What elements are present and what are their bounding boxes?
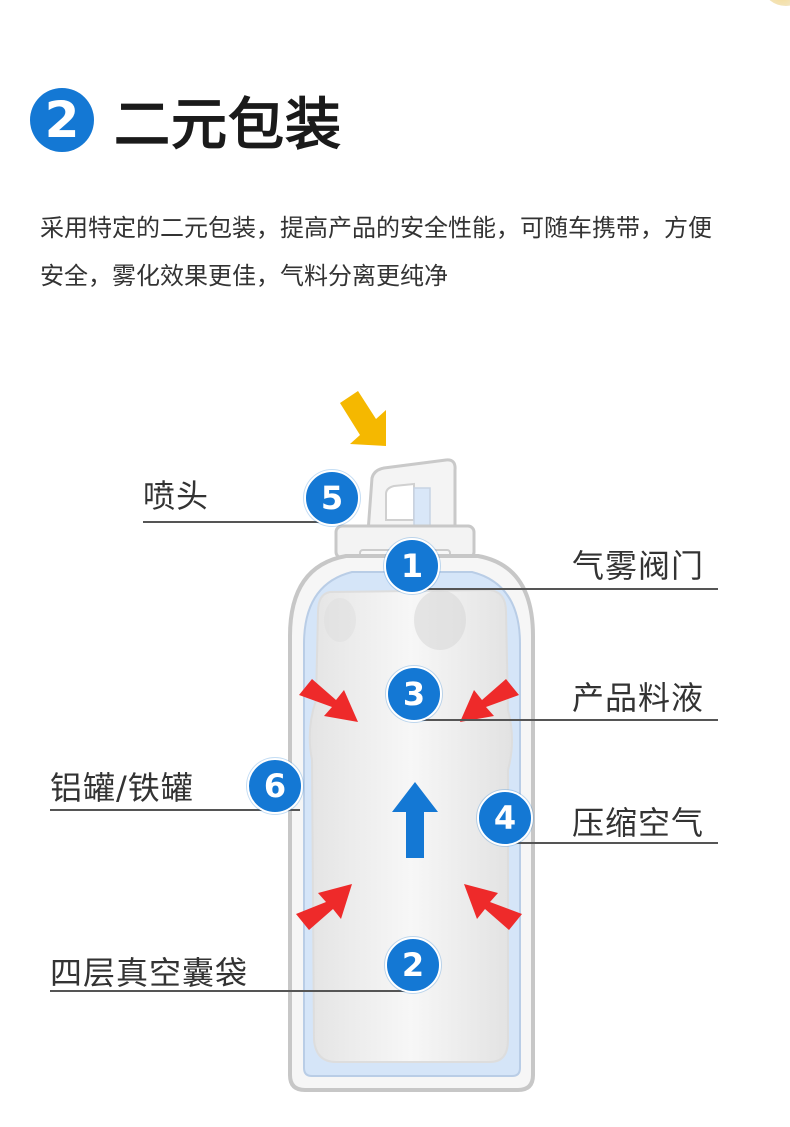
flow-up-arrow-icon [392, 782, 438, 858]
valve-label: 气雾阀门 [572, 547, 705, 585]
bag-label: 四层真空囊袋 [50, 954, 249, 992]
product-liquid-leader-line [418, 719, 718, 721]
nozzle-label: 喷头 [143, 477, 210, 515]
product-liquid-label: 产品料液 [572, 679, 705, 717]
section-header: 2 二元包装 [30, 84, 342, 158]
can-label: 铝罐/铁罐 [50, 769, 194, 807]
step-number-badge: 2 [30, 88, 94, 152]
compressed-air-label: 压缩空气 [572, 804, 705, 842]
nozzle-icon [366, 458, 457, 535]
section-title: 二元包装 [114, 92, 342, 158]
corner-decoration [764, 0, 790, 6]
section-description: 采用特定的二元包装，提高产品的安全性能，可随车携带，方便安全，雾化效果更佳，气料… [40, 214, 712, 290]
marker-nozzle: 5 [304, 470, 360, 526]
marker-bag: 2 [385, 937, 441, 993]
press-arrow-icon [340, 391, 386, 446]
pressure-arrow-icon [296, 679, 522, 930]
can-leader-line [50, 809, 300, 811]
marker-can: 6 [247, 758, 303, 814]
nozzle-leader-line [143, 521, 329, 523]
marker-product-liquid: 3 [386, 666, 442, 722]
marker-compressed-air: 4 [477, 790, 533, 846]
bag-leader-line [50, 990, 410, 992]
marker-valve: 1 [384, 538, 440, 594]
valve-leader-line [412, 588, 718, 590]
compressed-air-leader-line [505, 842, 718, 844]
